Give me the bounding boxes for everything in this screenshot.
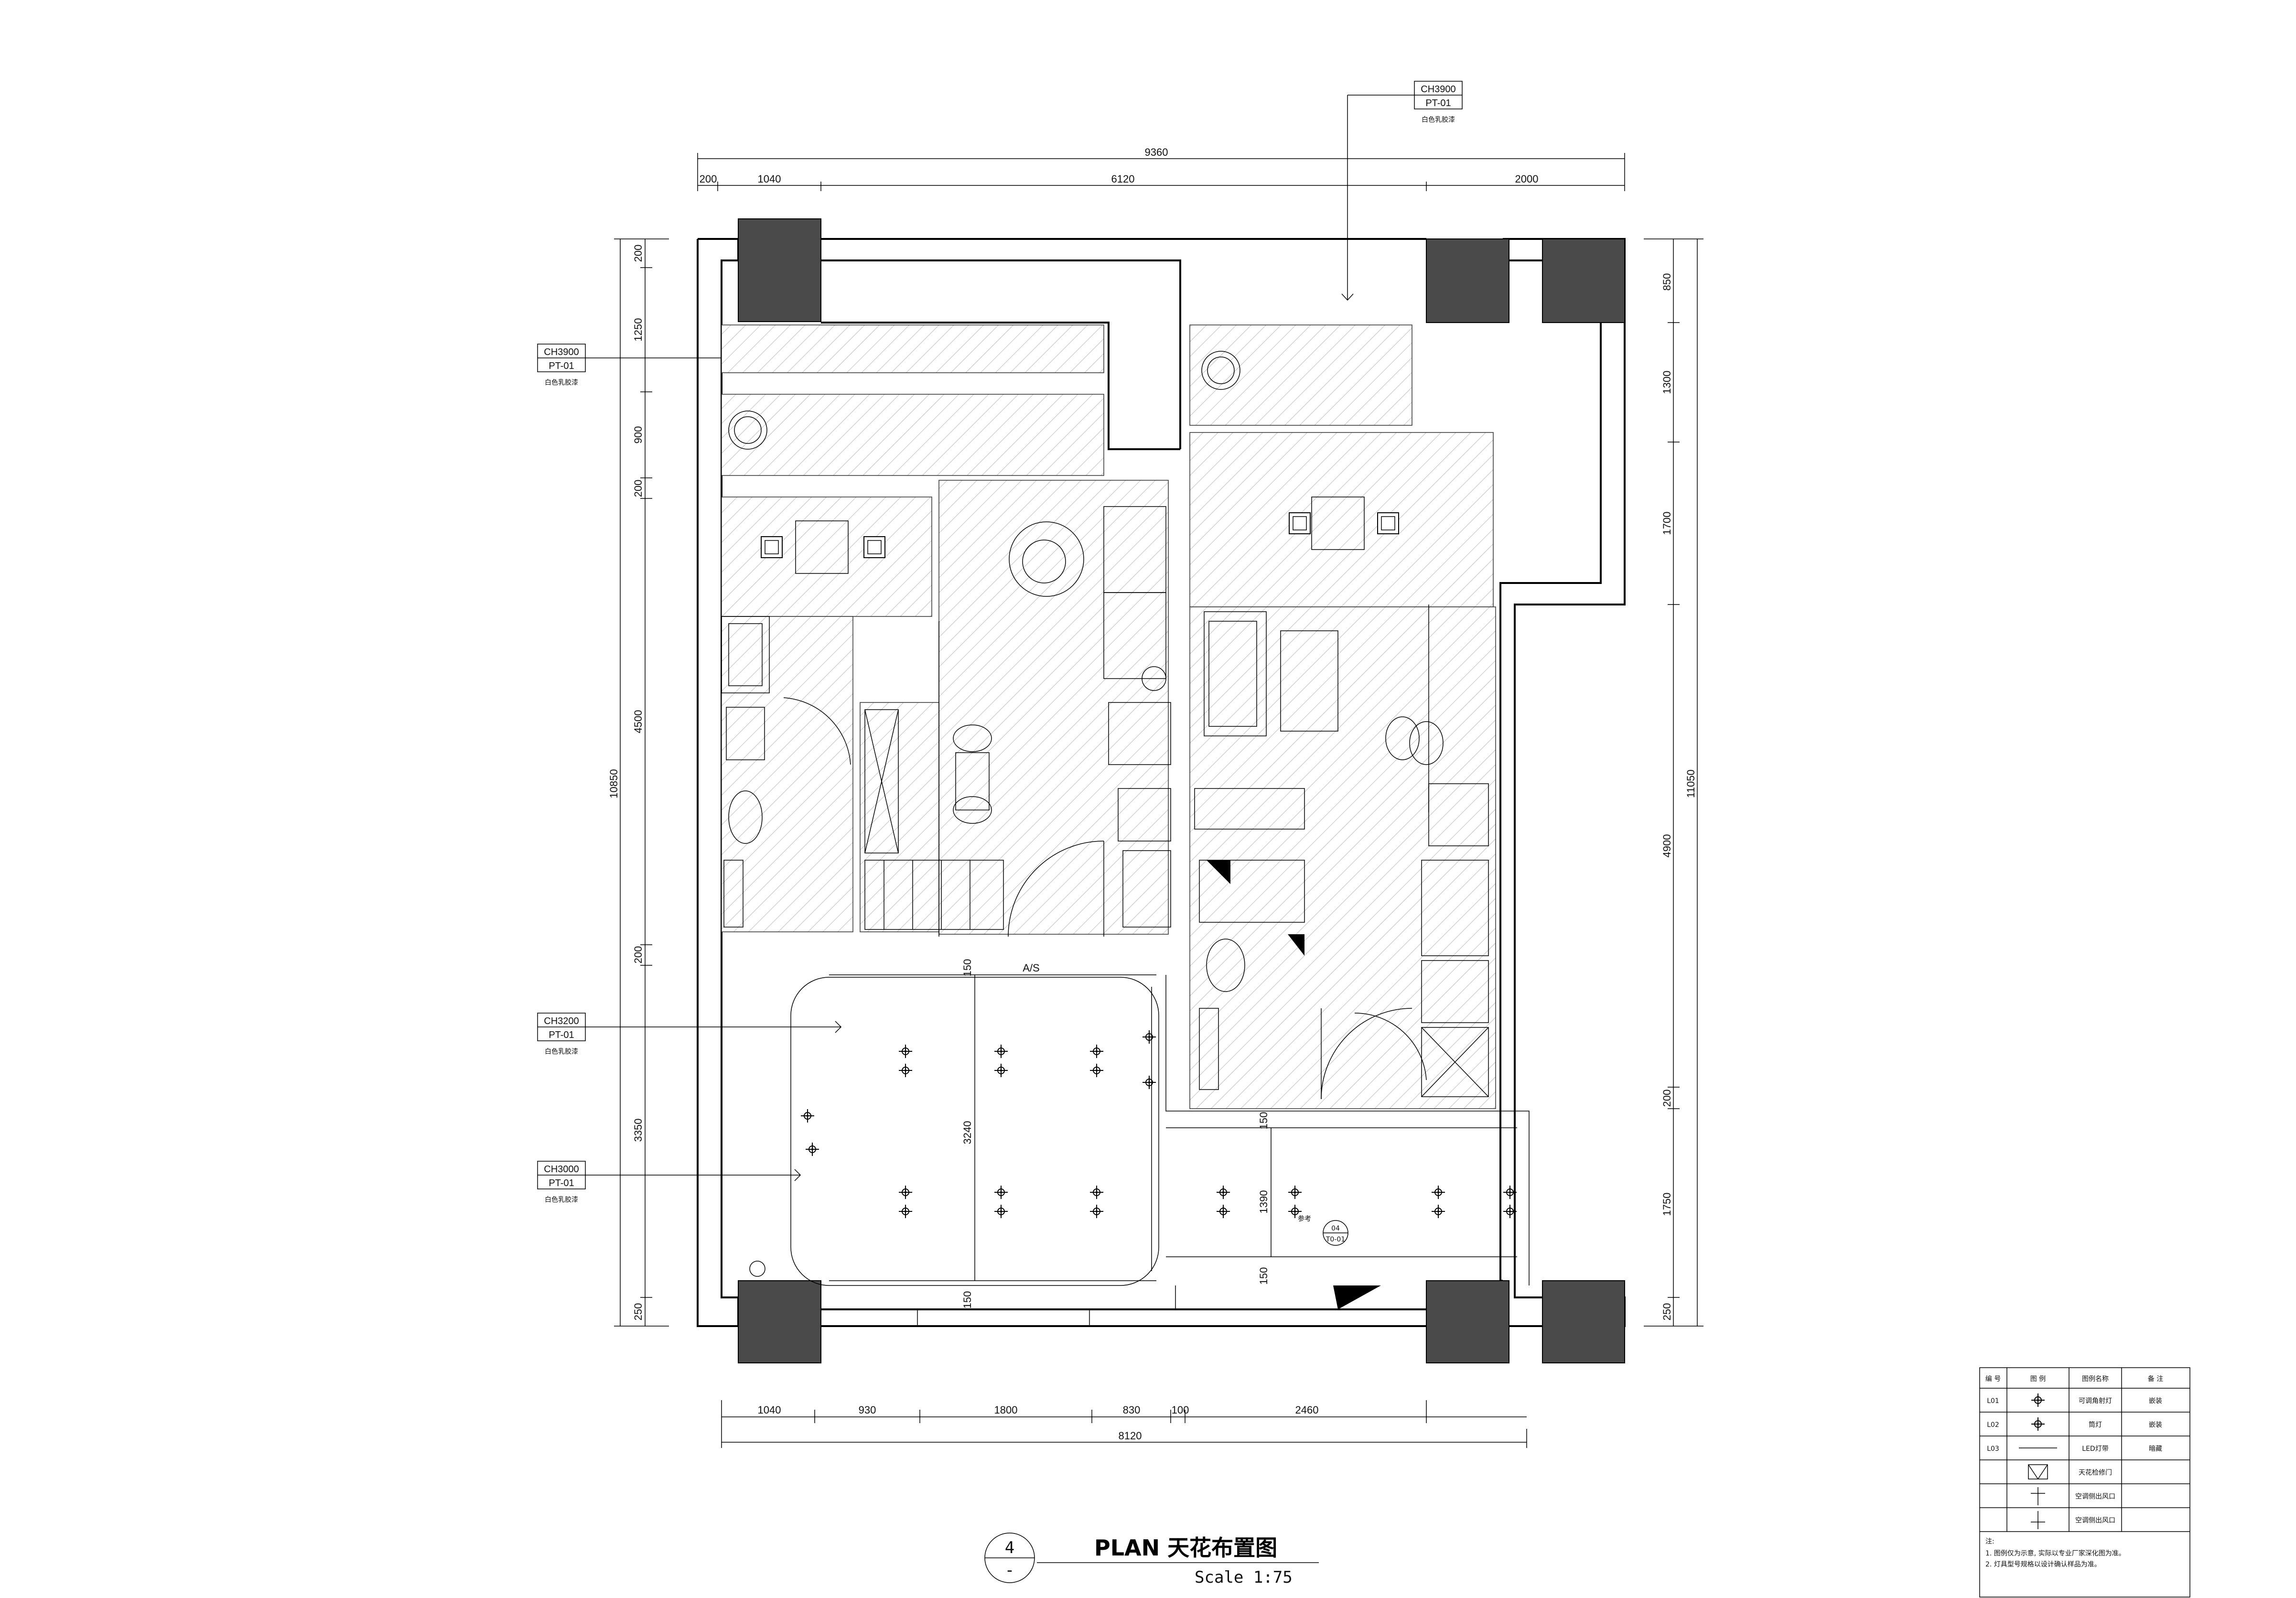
legend-header-name: 图例名称 xyxy=(2082,1375,2109,1383)
ceiling-tag-left-3-desc: 白色乳胶漆 xyxy=(545,1196,578,1204)
dim-left-4: 200 xyxy=(632,480,644,497)
legend-note: 1. 图例仅为示意, 实际以专业厂家深化图为准。 xyxy=(1985,1549,2125,1557)
legend-header-symbol: 图 例 xyxy=(2030,1375,2046,1383)
section-marker-bottom: T0-01 xyxy=(1326,1236,1345,1243)
dim-left-2: 1250 xyxy=(632,318,644,342)
dim-left-3: 900 xyxy=(632,426,644,444)
ceiling-tag-left-1-code: PT-01 xyxy=(549,361,574,371)
dim-bottom-4: 830 xyxy=(1123,1404,1141,1416)
dim-bottom-1: 1040 xyxy=(758,1404,781,1416)
ceiling-tag-left-2-ch: CH3200 xyxy=(544,1016,579,1026)
chair-icon xyxy=(1289,512,1311,534)
drawing-number-sub: - xyxy=(1005,1561,1014,1580)
legend-row-name: LED灯带 xyxy=(2082,1445,2108,1453)
ceiling-tag-left-2-desc: 白色乳胶漆 xyxy=(545,1047,578,1056)
dim-top-total: 9360 xyxy=(1145,146,1168,158)
drawing-title: PLAN 天花布置图 xyxy=(1094,1535,1277,1561)
dim-top-3: 6120 xyxy=(1111,173,1135,185)
legend-row-code: L01 xyxy=(1987,1397,1999,1405)
drawing-number-circle xyxy=(984,1533,1035,1583)
column xyxy=(738,218,821,322)
legend-row-code: L03 xyxy=(1987,1445,1999,1453)
ceiling-tag-top-desc: 白色乳胶漆 xyxy=(1422,116,1455,124)
ceiling-tag-left-1-desc: 白色乳胶漆 xyxy=(545,378,578,387)
ceiling-tag-top-code: PT-01 xyxy=(1425,98,1451,108)
dim-right-2: 1300 xyxy=(1661,371,1673,394)
ceiling-tag-top-ch: CH3900 xyxy=(1421,84,1455,95)
column xyxy=(738,1280,821,1363)
ceiling-tag-left-2 xyxy=(537,1013,842,1041)
dim-right-4: 4900 xyxy=(1661,834,1673,858)
bottom-dimension-lines xyxy=(721,1400,1527,1448)
left-dimension-lines xyxy=(614,238,669,1327)
legend-row-name: 天花检修门 xyxy=(2079,1469,2112,1477)
dim-top-2: 1040 xyxy=(758,173,781,185)
legend-row-name: 筒灯 xyxy=(2089,1421,2102,1429)
legend-note: 2. 灯具型号规格以设计确认样品为准。 xyxy=(1985,1561,2101,1568)
dim-inner-1390: 1390 xyxy=(1258,1190,1270,1214)
dim-right-5: 200 xyxy=(1661,1090,1673,1107)
dim-top-1: 200 xyxy=(700,173,717,185)
dim-left-8: 250 xyxy=(632,1303,644,1321)
dim-right-1: 850 xyxy=(1661,273,1673,291)
dim-right-6: 1750 xyxy=(1661,1193,1673,1216)
dim-right-7: 250 xyxy=(1661,1303,1673,1321)
av-label: A/S xyxy=(1023,962,1039,974)
reference-label: 参考 xyxy=(1298,1215,1311,1223)
lower-ceiling-area xyxy=(749,974,1530,1309)
unit-left-ceiling xyxy=(721,324,1171,937)
ceiling-tag-left-3 xyxy=(537,1161,801,1189)
dim-left-total: 10850 xyxy=(608,769,620,798)
dim-bottom-total: 8120 xyxy=(1119,1430,1142,1442)
section-marker-top: 04 xyxy=(1331,1225,1340,1232)
drawing-number: 4 xyxy=(1005,1538,1014,1557)
dim-bottom-2: 930 xyxy=(859,1404,876,1416)
legend-header-note: 备 注 xyxy=(2148,1375,2163,1383)
chair-icon xyxy=(1377,512,1399,534)
dim-left-7: 3350 xyxy=(632,1119,644,1142)
chair-icon xyxy=(863,536,885,558)
ceiling-tag-left-1-ch: CH3900 xyxy=(544,347,579,357)
dim-left-1: 200 xyxy=(632,245,644,262)
column xyxy=(1542,238,1625,323)
legend-table xyxy=(1979,1367,2190,1598)
dim-inner-150-bottom: 150 xyxy=(961,1291,973,1309)
legend-row-name: 可调角射灯 xyxy=(2079,1397,2112,1405)
right-dimension-lines xyxy=(1644,238,1703,1327)
dim-bottom-5: 100 xyxy=(1172,1404,1189,1416)
dim-right-total: 11050 xyxy=(1685,769,1697,798)
ceiling-tag-top xyxy=(1341,81,1463,301)
legend-row-note: 嵌装 xyxy=(2149,1421,2162,1429)
column xyxy=(1542,1280,1625,1363)
legend-notes-title: 注: xyxy=(1985,1538,1994,1545)
dim-left-6: 200 xyxy=(632,946,644,964)
legend-row-note: 暗藏 xyxy=(2149,1445,2162,1453)
legend-row-code: L02 xyxy=(1987,1421,1999,1429)
ceiling-tag-left-3-ch: CH3000 xyxy=(544,1164,579,1175)
top-dimension-lines xyxy=(697,153,1625,191)
drawing-scale: Scale 1:75 xyxy=(1195,1568,1293,1587)
legend-row-note: 嵌装 xyxy=(2149,1397,2162,1405)
dim-left-5: 4500 xyxy=(632,710,644,734)
legend-row-name: 空调侧出风口 xyxy=(2075,1517,2115,1524)
column xyxy=(1426,238,1509,323)
column xyxy=(1426,1280,1509,1363)
dim-inner-150-right-top: 150 xyxy=(1258,1112,1270,1130)
dim-right-3: 1700 xyxy=(1661,512,1673,535)
dim-bottom-6: 2460 xyxy=(1295,1404,1319,1416)
dim-top-4: 2000 xyxy=(1515,173,1539,185)
section-marker xyxy=(1323,1220,1348,1246)
dim-inner-150-right-bottom: 150 xyxy=(1258,1267,1270,1285)
ceiling-tag-left-3-code: PT-01 xyxy=(549,1178,574,1188)
chair-icon xyxy=(761,536,783,558)
dim-bottom-3: 1800 xyxy=(994,1404,1018,1416)
ceiling-tag-left-2-code: PT-01 xyxy=(549,1030,574,1040)
unit-right-ceiling xyxy=(1189,324,1496,1109)
dim-inner-3240: 3240 xyxy=(961,1121,973,1145)
legend-header-code: 编 号 xyxy=(1985,1375,2001,1383)
dim-inner-150-top: 150 xyxy=(961,959,973,977)
legend-row-name: 空调侧出风口 xyxy=(2075,1493,2115,1501)
